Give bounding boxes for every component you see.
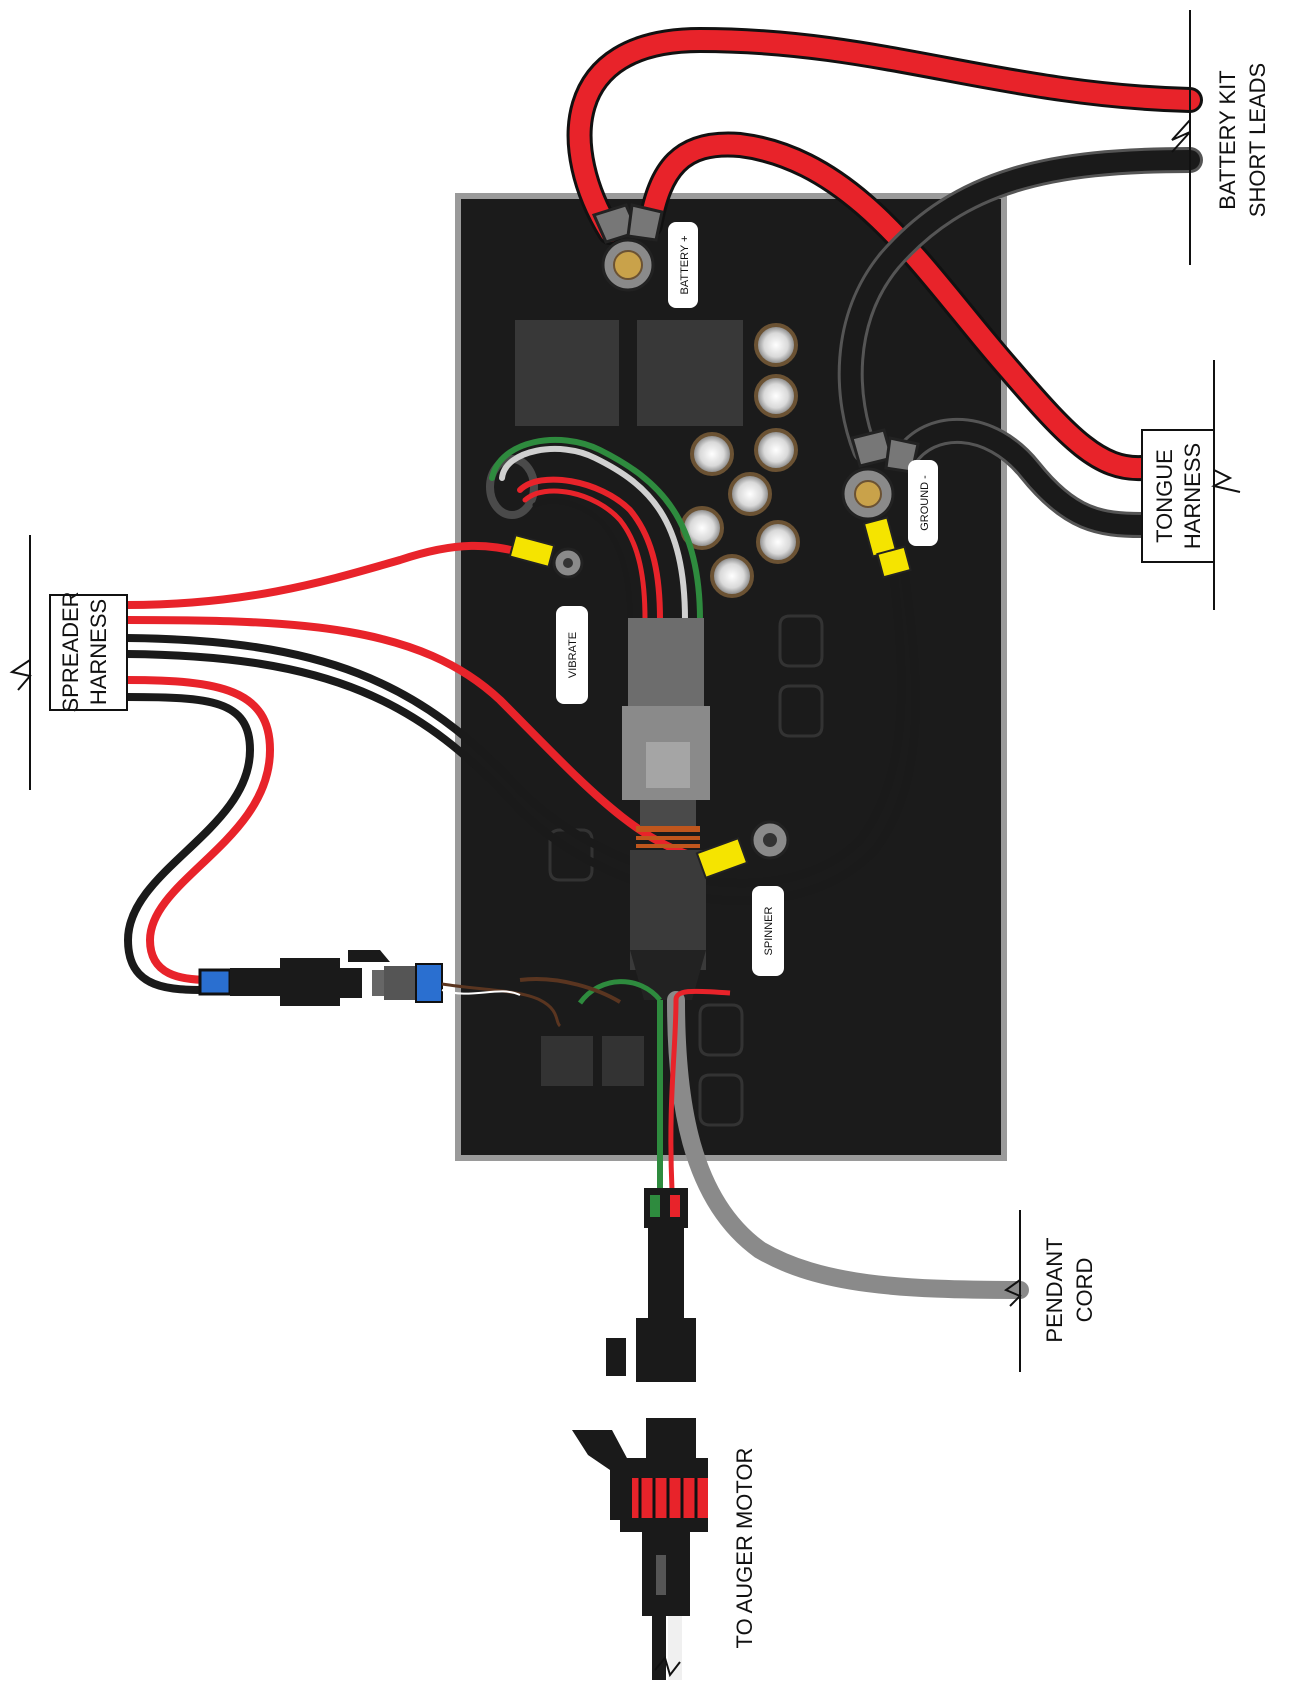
break-symbol-icon [9, 659, 32, 691]
pendant-cord-label: PENDANT CORD [1003, 1210, 1097, 1372]
relay-icon [541, 1036, 593, 1086]
relay-icon [515, 320, 619, 426]
battery-label-line1: BATTERY KIT [1215, 70, 1240, 209]
break-symbol-icon [654, 1655, 681, 1678]
internal-harness [489, 437, 703, 623]
battery-label-line2: SHORT LEADS [1245, 63, 1270, 217]
break-symbol-icon [1171, 119, 1191, 153]
board-tag-ground: GROUND - [908, 460, 938, 546]
capacitor-icon [756, 520, 800, 564]
board-tag-battery: BATTERY + [668, 222, 698, 308]
pendant-label-line2: CORD [1072, 1258, 1097, 1323]
ring-terminal-icon [508, 203, 920, 880]
ground-minus-tag: GROUND - [919, 475, 931, 531]
auger-wires [519, 977, 731, 1191]
spreader-label-line1: SPREADER [58, 591, 83, 712]
board-connector-icon [622, 618, 710, 1000]
pendant-cord-wire [667, 991, 1029, 1299]
tongue-harness-label: TONGUE HARNESS [1141, 360, 1241, 610]
capacitor-icon [754, 374, 798, 418]
pendant-label-line1: PENDANT [1042, 1237, 1067, 1342]
auger-connector-icon [572, 1188, 708, 1680]
battery-kit-label: BATTERY KIT SHORT LEADS [1171, 10, 1270, 265]
tongue-label-line1: TONGUE [1152, 449, 1177, 543]
ground-black-wires [837, 147, 1203, 538]
relay-icon [637, 320, 743, 426]
weatherpack-connector-icon [198, 950, 562, 1028]
relay-icon [602, 1036, 644, 1086]
capacitor-icon [710, 554, 754, 598]
control-board [455, 193, 1007, 1161]
capacitor-icon [754, 428, 798, 472]
battery-plus-tag: BATTERY + [679, 236, 691, 295]
capacitor-icon [728, 472, 772, 516]
board-tag-vibrate: VIBRATE [556, 606, 588, 704]
vibrate-tag: VIBRATE [567, 632, 579, 678]
break-symbol-icon [1211, 469, 1241, 493]
capacitor-icon [690, 432, 734, 476]
spinner-tag: SPINNER [763, 906, 775, 955]
tongue-label-line2: HARNESS [1180, 443, 1205, 549]
break-symbol-icon [1003, 1279, 1022, 1307]
board-tag-spinner: SPINNER [752, 886, 784, 976]
spreader-label-line2: HARNESS [86, 599, 111, 705]
auger-motor-label: TO AUGER MOTOR [654, 1448, 757, 1678]
auger-label: TO AUGER MOTOR [732, 1448, 757, 1649]
spreader-harness-label: SPREADER HARNESS [9, 535, 128, 790]
capacitor-icon [754, 323, 798, 367]
